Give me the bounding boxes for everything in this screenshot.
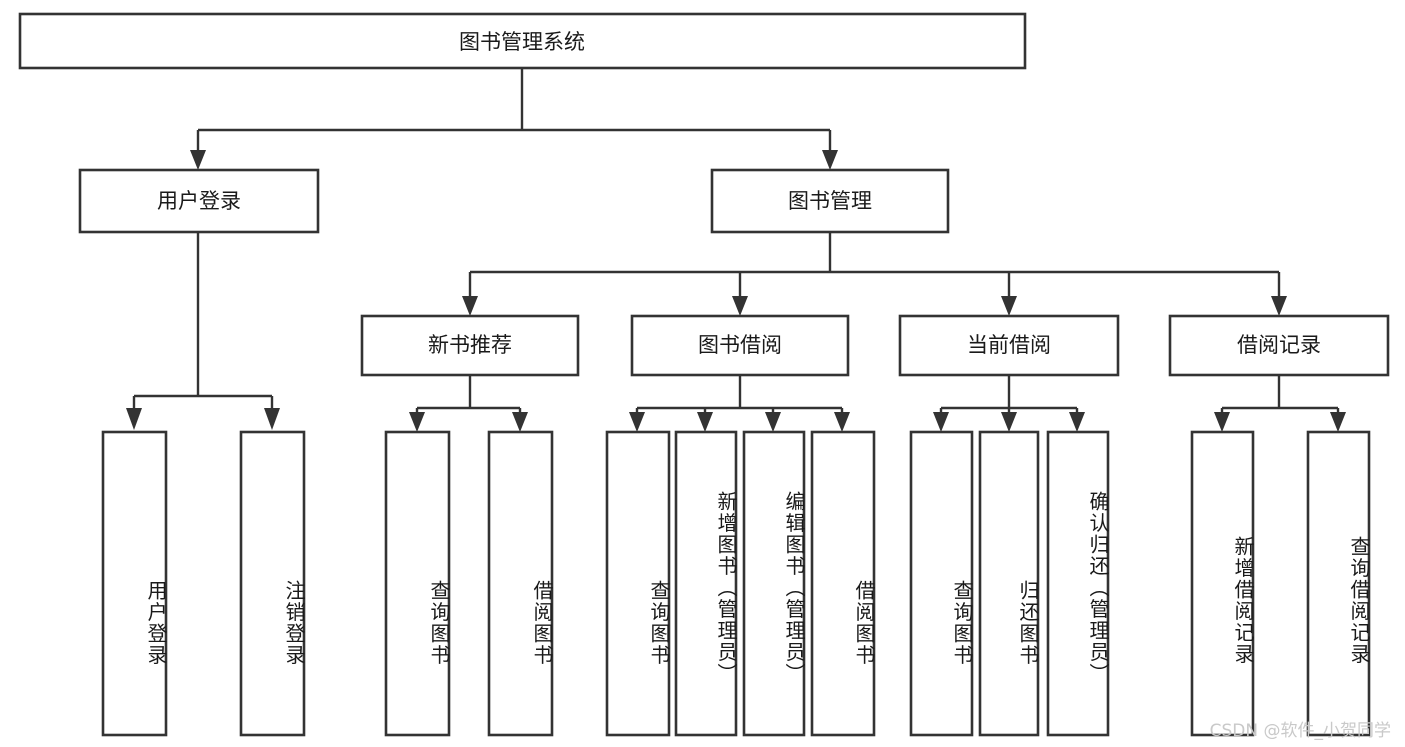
- arrowhead-leaf-query-record: [1330, 412, 1346, 432]
- arrowhead-leaf-borrow-book-1: [512, 412, 528, 432]
- node-book-borrow[interactable]: 图书借阅: [630, 314, 850, 377]
- arrowhead-leaf-query-book-3: [933, 412, 949, 432]
- node-book-borrow-label: 图书借阅: [698, 333, 782, 357]
- connector-group-new-book-recommend: [409, 375, 528, 432]
- node-user-login-label: 用户登录: [157, 189, 241, 213]
- leaf-query-book-3-box[interactable]: [909, 430, 974, 737]
- arrowhead-leaf-confirm-return: [1069, 412, 1085, 432]
- leaf-logout-login-box[interactable]: [239, 430, 306, 737]
- arrowhead-borrow-record: [1271, 296, 1287, 316]
- leaf-query-record-box[interactable]: [1306, 430, 1371, 737]
- leaf-boxes-borrow-record: [1190, 430, 1371, 737]
- arrowhead-leaf-user-login: [126, 408, 142, 430]
- connector-group-current-borrow: [933, 375, 1085, 432]
- arrowhead-leaf-query-book-2: [629, 412, 645, 432]
- node-root[interactable]: 图书管理系统: [18, 12, 1027, 70]
- connector-group-user-login: [126, 232, 280, 430]
- node-new-book-recommend-label: 新书推荐: [428, 333, 512, 357]
- arrowhead-user-login: [190, 150, 206, 170]
- leaf-boxes-new-book-recommend: [384, 430, 554, 737]
- connector-group-book-manage: [462, 232, 1287, 316]
- leaf-boxes-book-borrow: [605, 430, 876, 737]
- node-user-login-box[interactable]: [78, 168, 320, 234]
- leaf-query-book-2-box[interactable]: [605, 430, 671, 737]
- leaf-add-record-box[interactable]: [1190, 430, 1255, 737]
- node-new-book-recommend-box[interactable]: [360, 314, 580, 377]
- node-borrow-record[interactable]: 借阅记录: [1168, 314, 1390, 377]
- node-root-label: 图书管理系统: [459, 30, 585, 54]
- leaf-edit-book-box[interactable]: [742, 430, 806, 737]
- leaf-return-book-box[interactable]: [978, 430, 1040, 737]
- arrowhead-current-borrow: [1001, 296, 1017, 316]
- node-borrow-record-label: 借阅记录: [1237, 333, 1321, 357]
- node-root-box[interactable]: [18, 12, 1027, 70]
- arrowhead-leaf-logout-login: [264, 408, 280, 430]
- leaf-boxes-user-login: [101, 430, 306, 737]
- arrowhead-leaf-edit-book: [765, 412, 781, 432]
- arrowhead-leaf-add-book: [697, 412, 713, 432]
- leaf-add-book-box[interactable]: [674, 430, 738, 737]
- connector-group-borrow-record: [1214, 375, 1346, 432]
- arrowhead-leaf-query-book-1: [409, 412, 425, 432]
- node-book-manage[interactable]: 图书管理: [710, 168, 950, 234]
- node-book-manage-box[interactable]: [710, 168, 950, 234]
- arrowhead-leaf-add-record: [1214, 412, 1230, 432]
- leaf-user-login-box[interactable]: [101, 430, 168, 737]
- leaf-borrow-book-2-box[interactable]: [810, 430, 876, 737]
- node-new-book-recommend[interactable]: 新书推荐: [360, 314, 580, 377]
- arrowhead-leaf-return-book: [1001, 412, 1017, 432]
- arrowhead-leaf-borrow-book-2: [834, 412, 850, 432]
- node-book-borrow-box[interactable]: [630, 314, 850, 377]
- connector-group-root: [190, 68, 838, 170]
- leaf-query-book-1-box[interactable]: [384, 430, 451, 737]
- node-current-borrow-box[interactable]: [898, 314, 1120, 377]
- arrowhead-book-manage: [822, 150, 838, 170]
- node-book-manage-label: 图书管理: [788, 189, 872, 213]
- node-borrow-record-box[interactable]: [1168, 314, 1390, 377]
- leaf-borrow-book-1-box[interactable]: [487, 430, 554, 737]
- node-current-borrow[interactable]: 当前借阅: [898, 314, 1120, 377]
- leaf-confirm-return-box[interactable]: [1046, 430, 1110, 737]
- connector-group-book-borrow: [629, 375, 850, 432]
- node-current-borrow-label: 当前借阅: [967, 333, 1051, 357]
- arrowhead-book-borrow: [732, 296, 748, 316]
- arrowhead-new-book-recommend: [462, 296, 478, 316]
- node-user-login[interactable]: 用户登录: [78, 168, 320, 234]
- leaf-boxes-current-borrow: [909, 430, 1110, 737]
- csdn-watermark: CSDN @软件_小贺同学: [1209, 721, 1391, 741]
